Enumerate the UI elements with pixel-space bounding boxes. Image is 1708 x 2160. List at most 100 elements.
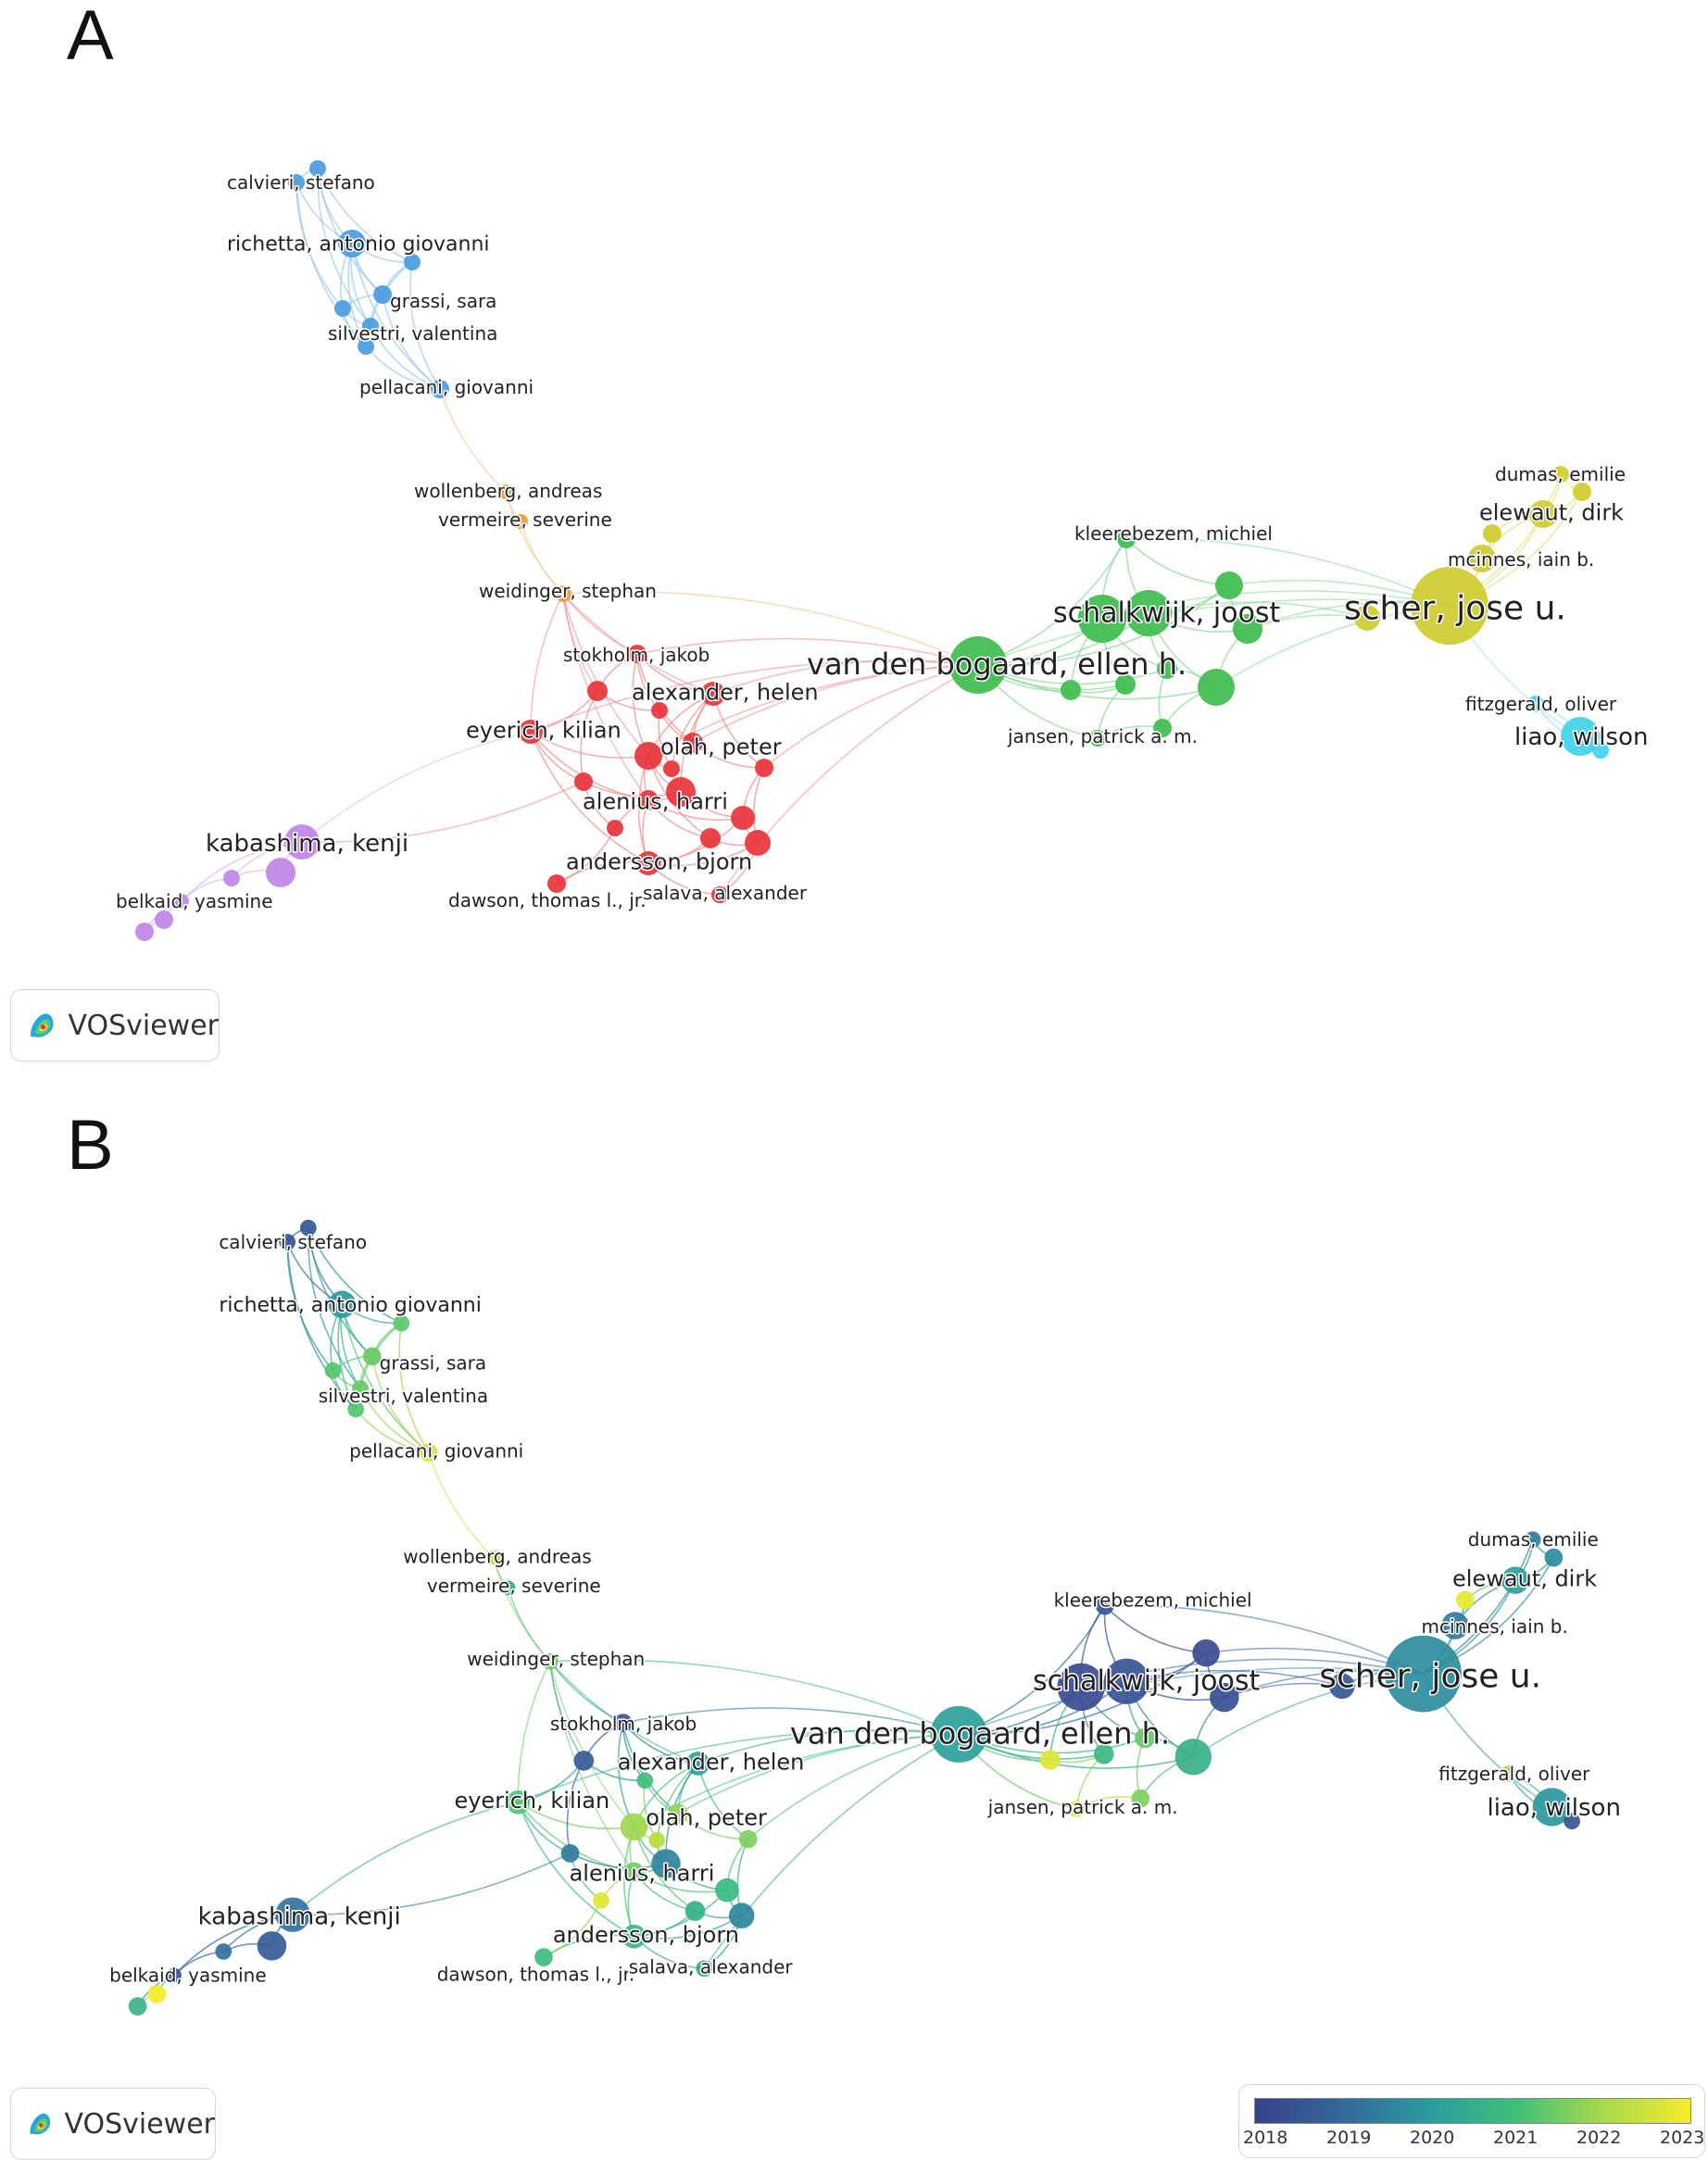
author-node[interactable] xyxy=(223,870,240,886)
author-node[interactable] xyxy=(1174,1739,1212,1776)
author-node[interactable] xyxy=(1552,466,1569,483)
author-node[interactable] xyxy=(949,636,1007,694)
author-node[interactable] xyxy=(1078,595,1126,643)
author-node[interactable] xyxy=(257,1931,287,1961)
author-node[interactable] xyxy=(373,285,392,304)
author-node[interactable] xyxy=(1210,1682,1239,1713)
author-node[interactable] xyxy=(634,742,662,770)
author-node[interactable] xyxy=(542,1652,559,1670)
author-node[interactable] xyxy=(338,230,366,257)
author-node[interactable] xyxy=(573,1751,595,1771)
author-node[interactable] xyxy=(135,923,154,941)
author-node[interactable] xyxy=(1233,614,1262,644)
author-node[interactable] xyxy=(555,585,571,602)
author-node[interactable] xyxy=(731,806,755,830)
author-node[interactable] xyxy=(1215,571,1243,599)
author-node[interactable] xyxy=(620,1813,648,1841)
author-node[interactable] xyxy=(1103,1658,1150,1704)
author-node[interactable] xyxy=(1089,730,1106,747)
author-node[interactable] xyxy=(1125,590,1172,636)
author-node[interactable] xyxy=(683,733,703,753)
author-node[interactable] xyxy=(1039,1750,1061,1770)
author-node[interactable] xyxy=(636,1772,654,1790)
author-node[interactable] xyxy=(574,772,593,791)
author-node[interactable] xyxy=(1093,1743,1114,1764)
author-node[interactable] xyxy=(1529,500,1557,528)
author-node[interactable] xyxy=(155,910,173,929)
author-node[interactable] xyxy=(174,894,189,909)
author-node[interactable] xyxy=(666,777,696,807)
author-node[interactable] xyxy=(685,1752,710,1776)
author-node[interactable] xyxy=(1135,1727,1155,1749)
author-node[interactable] xyxy=(485,1550,501,1565)
author-node[interactable] xyxy=(352,1380,369,1397)
author-node[interactable] xyxy=(930,1705,987,1763)
author-node[interactable] xyxy=(1532,1788,1572,1827)
author-node[interactable] xyxy=(498,484,513,499)
author-node[interactable] xyxy=(519,720,543,744)
author-node[interactable] xyxy=(711,886,728,903)
author-node[interactable] xyxy=(613,1714,633,1732)
author-node[interactable] xyxy=(266,858,295,887)
author-node[interactable] xyxy=(1192,1639,1220,1667)
author-node[interactable] xyxy=(215,1943,232,1960)
author-node[interactable] xyxy=(393,1314,410,1332)
author-node[interactable] xyxy=(560,1844,580,1863)
author-node[interactable] xyxy=(506,1790,531,1815)
author-node[interactable] xyxy=(534,1948,553,1966)
author-node[interactable] xyxy=(347,1400,364,1418)
author-node[interactable] xyxy=(667,1803,688,1824)
author-node[interactable] xyxy=(1483,524,1501,543)
author-node[interactable] xyxy=(309,160,326,177)
author-node[interactable] xyxy=(663,760,680,777)
author-node[interactable] xyxy=(715,1877,739,1903)
author-node[interactable] xyxy=(745,830,771,856)
author-node[interactable] xyxy=(1068,1801,1086,1817)
author-node[interactable] xyxy=(358,338,374,355)
author-node[interactable] xyxy=(1573,483,1591,501)
author-node[interactable] xyxy=(1564,1813,1580,1830)
author-node[interactable] xyxy=(587,681,608,701)
author-node[interactable] xyxy=(1468,545,1496,572)
author-node[interactable] xyxy=(623,1862,645,1883)
author-node[interactable] xyxy=(128,1997,147,2016)
author-node[interactable] xyxy=(513,514,528,529)
author-node[interactable] xyxy=(362,1347,382,1366)
author-node[interactable] xyxy=(284,824,320,860)
author-node[interactable] xyxy=(288,174,305,191)
author-node[interactable] xyxy=(638,790,659,810)
author-node[interactable] xyxy=(622,1924,647,1949)
author-node[interactable] xyxy=(1061,680,1081,700)
author-node[interactable] xyxy=(328,1290,357,1319)
author-node[interactable] xyxy=(1198,669,1235,706)
author-node[interactable] xyxy=(1095,1596,1114,1615)
author-node[interactable] xyxy=(607,820,623,836)
author-node[interactable] xyxy=(728,1903,755,1928)
author-node[interactable] xyxy=(1524,1531,1541,1549)
author-node[interactable] xyxy=(738,1829,758,1849)
author-node[interactable] xyxy=(324,1362,342,1379)
author-node[interactable] xyxy=(1153,719,1172,737)
author-node[interactable] xyxy=(404,254,421,270)
author-node[interactable] xyxy=(648,1831,665,1849)
author-node[interactable] xyxy=(1501,1566,1529,1594)
author-node[interactable] xyxy=(1157,659,1177,679)
author-node[interactable] xyxy=(1329,1673,1355,1700)
author-node[interactable] xyxy=(1131,1789,1150,1808)
author-node[interactable] xyxy=(1057,1663,1105,1711)
author-node[interactable] xyxy=(275,1897,310,1932)
author-node[interactable] xyxy=(420,1443,438,1463)
author-node[interactable] xyxy=(334,300,351,317)
author-node[interactable] xyxy=(701,682,725,706)
author-node[interactable] xyxy=(1354,605,1380,631)
author-node[interactable] xyxy=(1544,1548,1564,1567)
author-node[interactable] xyxy=(299,1219,317,1237)
author-node[interactable] xyxy=(1385,1635,1462,1713)
author-node[interactable] xyxy=(755,759,773,777)
author-node[interactable] xyxy=(147,1985,167,2003)
author-node[interactable] xyxy=(696,1960,713,1978)
author-node[interactable] xyxy=(628,645,647,663)
author-node[interactable] xyxy=(362,318,379,334)
author-node[interactable] xyxy=(593,1892,609,1909)
author-node[interactable] xyxy=(700,828,721,848)
